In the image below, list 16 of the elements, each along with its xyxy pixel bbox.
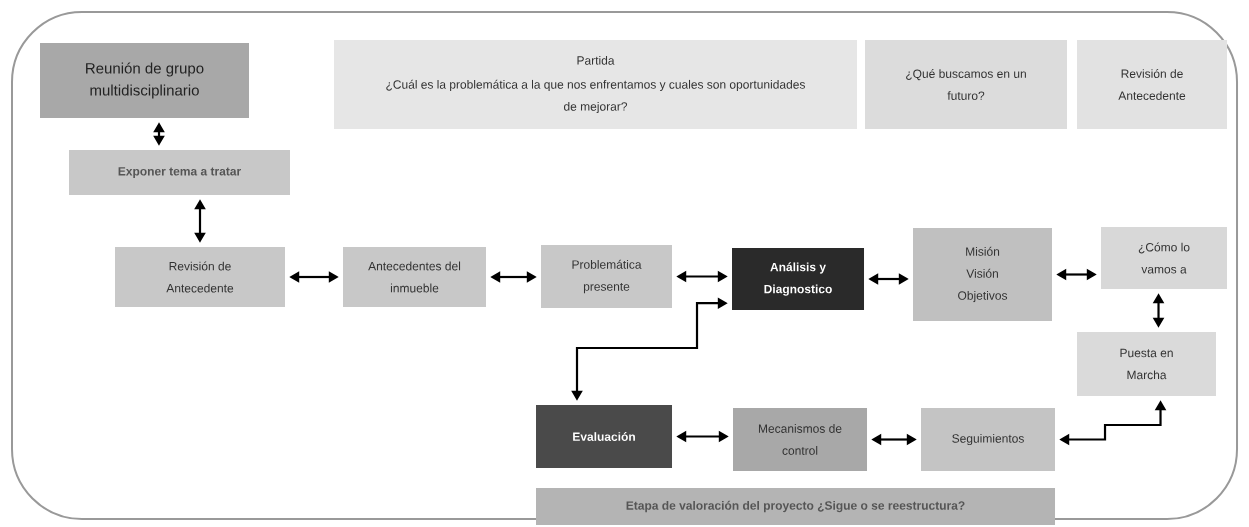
process-box: Reunión de grupo multidisciplinario	[40, 43, 249, 118]
stage-band: Etapa de valoración del proyecto ¿Sigue o se reestructura?	[536, 488, 1055, 525]
process-box: ¿Cómo lo vamos a	[1101, 227, 1227, 289]
question-box: ¿Qué buscamos en un futuro?	[865, 40, 1067, 129]
process-box: Mecanismos de control	[733, 408, 867, 471]
question-box: Partida ¿Cuál es la problemática a la que nos enfrentamos y cuales son oportunidades de mejorar?	[334, 40, 857, 129]
process-box: Evaluación	[536, 405, 672, 468]
process-box: Puesta en Marcha	[1077, 332, 1216, 396]
process-box: Problemática presente	[541, 245, 672, 308]
process-box: Misión Visión Objetivos	[913, 228, 1052, 321]
process-box: Antecedentes del inmueble	[343, 247, 486, 307]
process-box: Revisión de Antecedente	[115, 247, 285, 307]
process-box: Revisión de Antecedente	[1077, 40, 1227, 129]
process-box: Seguimientos	[921, 408, 1055, 471]
process-box: Análisis y Diagnostico	[732, 248, 864, 310]
process-box: Exponer tema a tratar	[69, 150, 290, 195]
